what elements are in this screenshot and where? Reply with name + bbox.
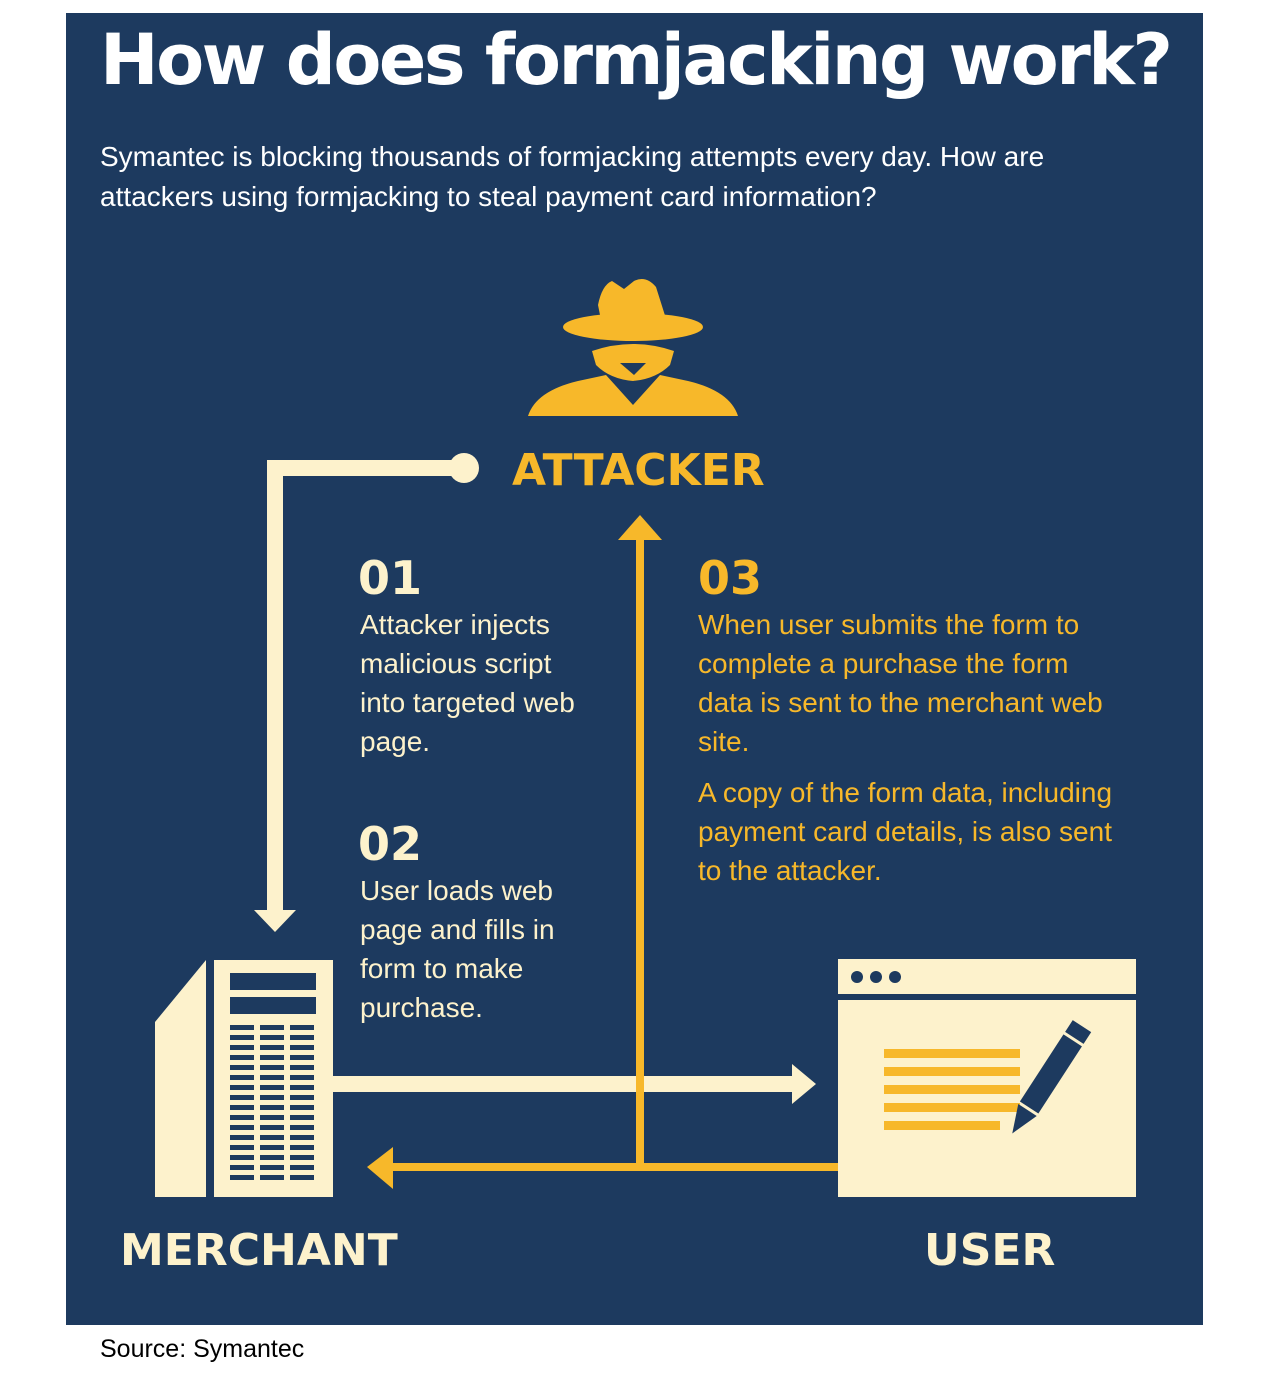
page-title: How does formjacking work? <box>100 19 1173 101</box>
server-row-slot <box>290 1115 314 1120</box>
server-row-slot <box>260 1125 284 1130</box>
browser-form-icon <box>838 959 1136 1197</box>
server-row-slot <box>260 1035 284 1040</box>
server-row-slot <box>230 1075 254 1080</box>
infographic-panel: How does formjacking work? Symantec is b… <box>66 13 1203 1325</box>
server-row-slot <box>260 1115 284 1120</box>
server-row-slot <box>230 1135 254 1140</box>
server-row-slot <box>260 1045 284 1050</box>
pencil-icon <box>1012 1020 1092 1134</box>
step-number: 01 <box>358 551 423 605</box>
server-row-slot <box>260 1055 284 1060</box>
server-row-slot <box>230 1165 254 1170</box>
server-row-slot <box>260 1085 284 1090</box>
subtitle: Symantec is blocking thousands of formja… <box>100 141 1045 212</box>
server-row-slot <box>290 1105 314 1110</box>
server-row-slot <box>290 1125 314 1130</box>
step-description: Attacker injects malicious script into t… <box>360 609 575 757</box>
server-row-slot <box>290 1065 314 1070</box>
server-row-slot <box>260 1135 284 1140</box>
server-row-slot <box>230 1115 254 1120</box>
server-row-slot <box>290 1075 314 1080</box>
server-row-slot <box>230 1095 254 1100</box>
server-row-slot <box>290 1095 314 1100</box>
server-row-slot <box>260 1175 284 1180</box>
server-row-slot <box>230 1045 254 1050</box>
server-row-slot <box>290 1175 314 1180</box>
step-description: User loads web page and fills in form to… <box>360 875 555 1023</box>
server-row-slot <box>260 1095 284 1100</box>
spy-icon <box>528 279 738 416</box>
server-row-slot <box>230 1175 254 1180</box>
server-row-slot <box>230 1035 254 1040</box>
server-row-slot <box>230 1055 254 1060</box>
server-row-slot <box>260 1105 284 1110</box>
server-row-slot <box>230 1065 254 1070</box>
server-row-slot <box>290 1035 314 1040</box>
server-row-slot <box>290 1025 314 1030</box>
source-credit: Source: Symantec <box>100 1335 305 1363</box>
server-row-slot <box>290 1145 314 1150</box>
server-row-slot <box>260 1155 284 1160</box>
server-row-slot <box>230 1085 254 1090</box>
step-description-copy: A copy of the form data, including payme… <box>698 777 1113 886</box>
server-row-slot <box>290 1135 314 1140</box>
step-number: 02 <box>358 817 423 871</box>
server-row-slot <box>290 1165 314 1170</box>
server-row-slot <box>230 1155 254 1160</box>
server-row-slot <box>290 1085 314 1090</box>
server-row-slot <box>260 1065 284 1070</box>
server-row-slot <box>260 1165 284 1170</box>
server-row-slot <box>290 1045 314 1050</box>
server-icon <box>155 960 333 1197</box>
server-row-slot <box>260 1075 284 1080</box>
server-row-slot <box>230 1105 254 1110</box>
server-row-slot <box>260 1145 284 1150</box>
step-description: When user submits the form to complete a… <box>698 609 1103 757</box>
merchant-label: MERCHANT <box>120 1225 398 1276</box>
server-row-slot <box>290 1055 314 1060</box>
attacker-label: ATTACKER <box>512 445 765 496</box>
server-row-slot <box>230 1145 254 1150</box>
step-number: 03 <box>698 551 763 605</box>
server-row-slot <box>260 1025 284 1030</box>
server-row-slot <box>230 1125 254 1130</box>
server-row-slot <box>230 1025 254 1030</box>
user-label: USER <box>924 1225 1056 1276</box>
page-load-arrow <box>326 1064 816 1104</box>
flow-diagram <box>155 279 1136 1197</box>
server-row-slot <box>290 1155 314 1160</box>
inject-arrow <box>254 453 479 932</box>
